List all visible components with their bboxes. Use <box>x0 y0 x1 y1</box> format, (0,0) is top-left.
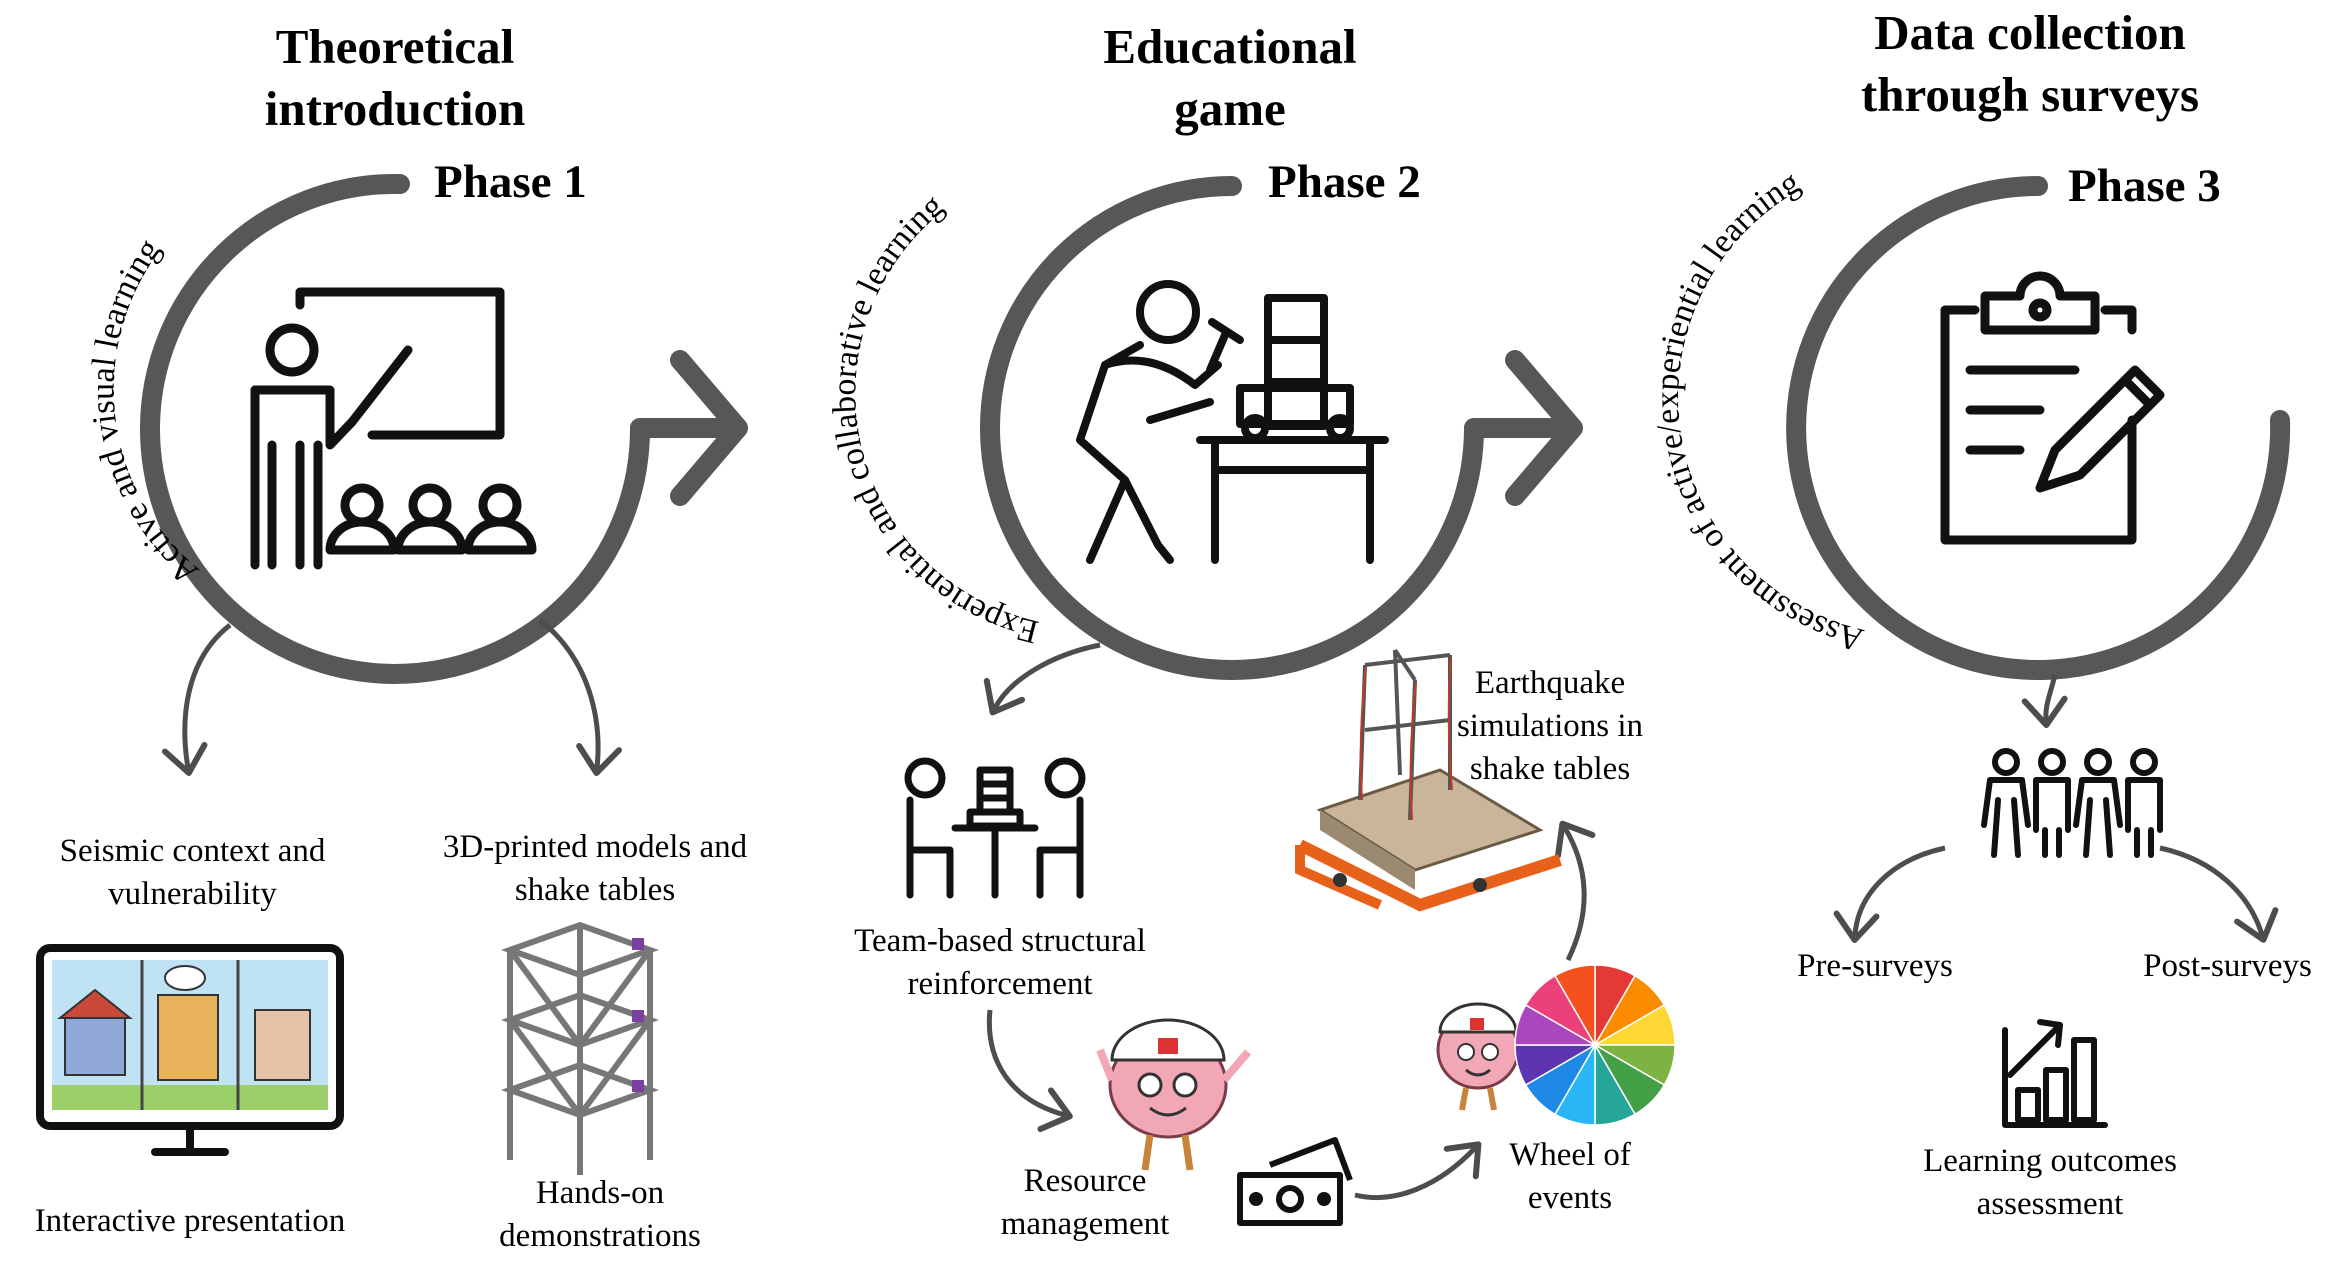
interactive-presentation-caption: Interactive presentation <box>34 1203 346 1239</box>
post-surveys-caption: Post-surveys <box>2143 948 2312 984</box>
seismic-context-caption: Seismic context and vulnerability <box>59 833 326 912</box>
phase2-arrow-to-resource <box>986 1009 1073 1133</box>
team-table-icon <box>904 757 1086 899</box>
wheel-of-events-image <box>1514 964 1676 1126</box>
clipboard-pen-icon <box>1940 271 2165 545</box>
phase2-cycle-arc <box>980 176 1583 680</box>
hands-on-caption: Hands-on demonstrations <box>499 1175 701 1254</box>
phase3-label: Phase 3 <box>2068 160 2221 212</box>
brain-mascot-wheel-image <box>1436 1002 1520 1111</box>
earthquake-simulation-caption: Earthquake simulations in shake tables <box>1456 665 1644 787</box>
phase3-arrow-post <box>2159 845 2279 943</box>
resource-management-caption: Resource management <box>1000 1163 1170 1242</box>
phase1-title: Theoretical introduction <box>264 19 526 136</box>
3d-models-caption: 3D-printed models and shake tables <box>442 829 748 908</box>
3d-printed-model-image <box>501 921 659 1175</box>
worker-hammer-icon <box>1076 280 1389 564</box>
phase2-label: Phase 2 <box>1268 156 1421 208</box>
learning-outcomes-caption: Learning outcomes assessment <box>1923 1143 2177 1222</box>
monitor-presentation-image <box>36 944 344 1156</box>
phase1-arrow-left <box>161 623 232 776</box>
wheel-of-events-caption: Wheel of events <box>1509 1137 1631 1216</box>
team-reinforcement-caption: Team-based structural reinforcement <box>854 923 1146 1002</box>
phase3-cycle-arc <box>1786 176 2291 680</box>
phase2-title: Educational game <box>1103 19 1357 136</box>
phase3-arc-label: Assessment of active/experiential learni… <box>1649 164 1867 659</box>
shake-table-model-image <box>1295 648 1562 912</box>
bar-chart-growth-icon <box>2002 1019 2108 1128</box>
phase2-arrow-to-wheel <box>1354 1141 1482 1201</box>
wheel-slice <box>1553 964 1596 1048</box>
phase2-arrow-to-quake <box>1555 820 1596 962</box>
banknotes-icon <box>1237 1137 1353 1226</box>
phase3-arrow-to-people <box>2021 674 2068 728</box>
brain-mascot-resource-image <box>1096 1018 1252 1171</box>
phase2-arrow-to-team <box>983 642 1101 716</box>
teacher-whiteboard-icon <box>250 287 537 570</box>
phase1-cycle-arc <box>140 173 748 684</box>
phase3-title: Data collection through surveys <box>1860 5 2200 122</box>
phase1-arrow-right <box>538 618 622 776</box>
people-group-icon <box>1981 748 2163 858</box>
pre-surveys-caption: Pre-surveys <box>1797 948 1953 984</box>
phase3-arrow-pre <box>1833 845 1946 943</box>
phase1-label: Phase 1 <box>434 156 587 208</box>
phase2-arc-label: Experiential and collaborative learning <box>826 187 1042 650</box>
